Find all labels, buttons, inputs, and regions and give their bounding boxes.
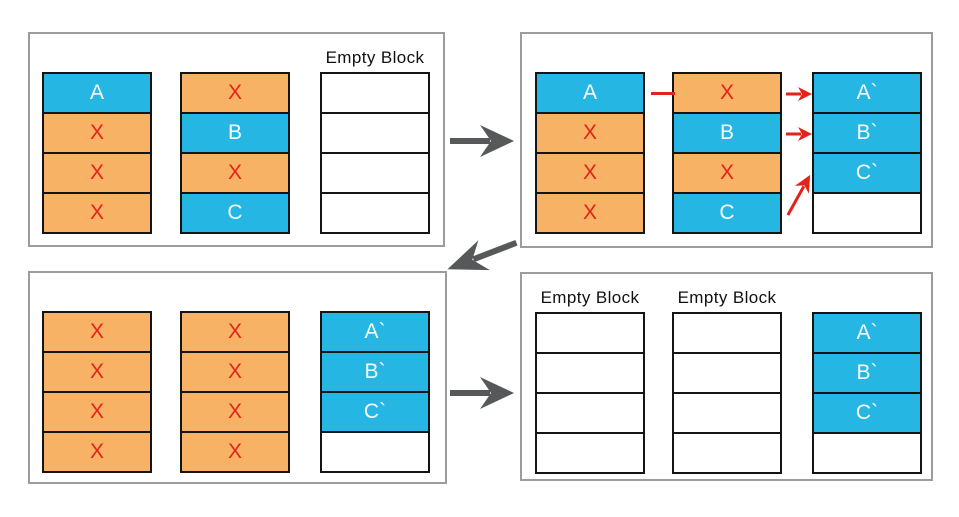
panel-top-left: A X X X X B X C Empty Block — [28, 32, 445, 247]
page-cell — [535, 312, 645, 354]
page-cell: X — [42, 192, 152, 234]
block-column-3: A` B` C` — [812, 312, 922, 474]
block-column-3: A` B` C` — [320, 311, 430, 473]
page-cell: C` — [320, 391, 430, 433]
page-cell: X — [42, 431, 152, 473]
page-cell — [812, 192, 922, 234]
page-cell: X — [672, 72, 782, 114]
page-cell: X — [180, 391, 290, 433]
page-cell: C` — [812, 152, 922, 194]
page-cell: X — [180, 351, 290, 393]
page-cell — [320, 152, 430, 194]
page-cell: A — [42, 72, 152, 114]
flow-arrow-diagonal-icon — [447, 239, 518, 271]
empty-block-label: Empty Block — [540, 288, 640, 307]
page-cell: A` — [812, 72, 922, 114]
block-column-1: Empty Block — [535, 288, 645, 474]
page-cell — [672, 312, 782, 354]
block-column-3: A` B` C` — [812, 72, 922, 234]
block-column-1: A X X X — [535, 72, 645, 234]
page-cell — [320, 72, 430, 114]
page-cell — [320, 112, 430, 154]
page-cell: X — [42, 311, 152, 353]
page-cell: B` — [812, 112, 922, 154]
block-column-3: Empty Block — [320, 48, 430, 234]
panel-top-right: A X X X X B X C A` B` C` — [520, 32, 933, 248]
relocate-arrow-b-icon — [786, 127, 812, 141]
flow-arrow-right-top-icon — [450, 125, 514, 157]
page-cell: X — [42, 152, 152, 194]
relocate-line-a — [651, 92, 675, 95]
page-cell: X — [180, 152, 290, 194]
block-column-1: X X X X — [42, 311, 152, 473]
block-column-2: Empty Block — [672, 288, 782, 474]
empty-block-label: Empty Block — [325, 48, 425, 67]
relocate-arrow-c-icon — [786, 174, 811, 216]
page-cell — [672, 352, 782, 394]
page-cell: A` — [812, 312, 922, 354]
page-cell — [535, 392, 645, 434]
page-cell — [535, 352, 645, 394]
page-cell: X — [180, 72, 290, 114]
page-cell: X — [42, 351, 152, 393]
page-cell — [672, 432, 782, 474]
page-cell: C — [180, 192, 290, 234]
block-column-2: X B X C — [180, 72, 290, 234]
page-cell: C` — [812, 392, 922, 434]
page-cell: B` — [812, 352, 922, 394]
page-cell: X — [180, 311, 290, 353]
page-cell: X — [672, 152, 782, 194]
page-cell: X — [180, 431, 290, 473]
page-cell: B — [672, 112, 782, 154]
flow-arrow-right-bottom-icon — [450, 377, 514, 409]
relocate-arrow-a-icon — [786, 87, 812, 101]
page-cell — [812, 432, 922, 474]
page-cell: B — [180, 112, 290, 154]
empty-block-label: Empty Block — [677, 288, 777, 307]
page-cell: C — [672, 192, 782, 234]
page-cell: A — [535, 72, 645, 114]
page-cell — [320, 192, 430, 234]
block-column-2: X B X C — [672, 72, 782, 234]
page-cell: X — [535, 192, 645, 234]
page-cell — [320, 431, 430, 473]
page-cell: X — [42, 112, 152, 154]
block-column-1: A X X X — [42, 72, 152, 234]
page-cell — [672, 392, 782, 434]
page-cell: X — [42, 391, 152, 433]
page-cell: X — [535, 152, 645, 194]
page-cell: B` — [320, 351, 430, 393]
panel-bottom-right: Empty Block Empty Block A` B` C` — [520, 272, 933, 481]
page-cell: X — [535, 112, 645, 154]
block-column-2: X X X X — [180, 311, 290, 473]
panel-bottom-left: X X X X X X X X A` B` C` — [28, 271, 447, 484]
page-cell: A` — [320, 311, 430, 353]
page-cell — [535, 432, 645, 474]
